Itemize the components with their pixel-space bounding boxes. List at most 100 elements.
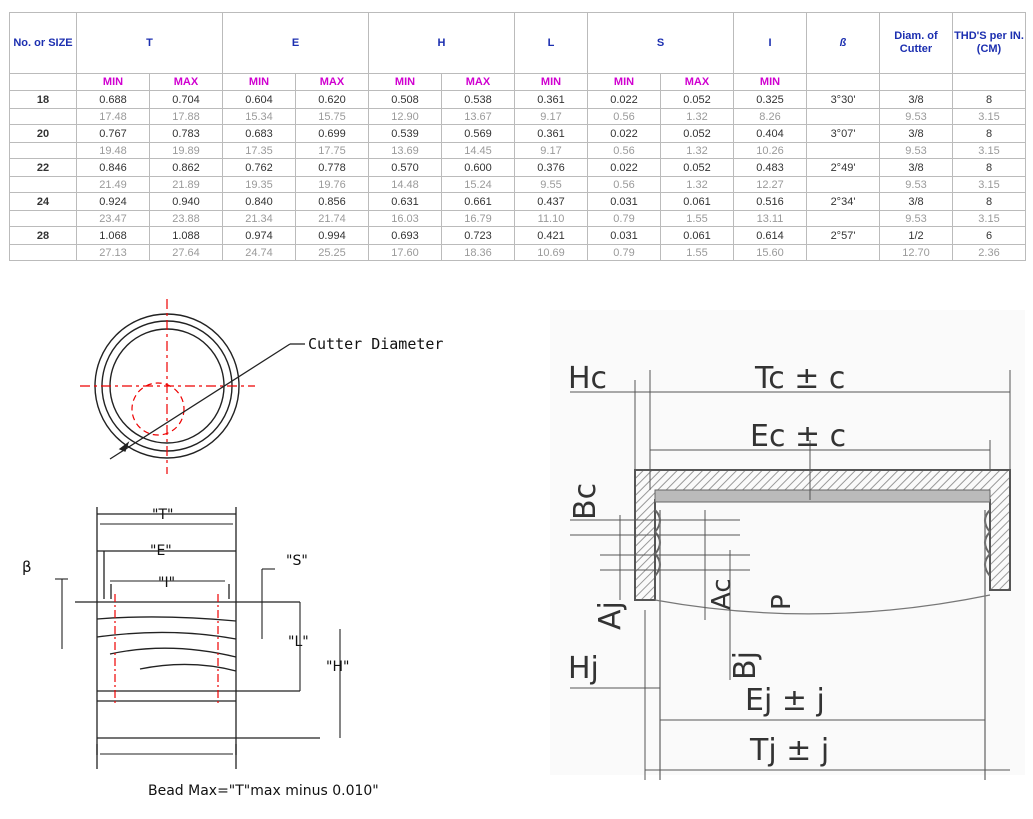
inch-cell: 3°30' <box>806 90 880 109</box>
cm-cell: 15.34 <box>222 108 296 125</box>
cm-cell: 17.60 <box>368 244 442 261</box>
label-Ac: Ac <box>707 578 737 610</box>
inch-cell: 0.569 <box>441 124 515 143</box>
cm-cell: 12.90 <box>368 108 442 125</box>
size-cell: 22 <box>9 158 77 177</box>
inch-cell: 0.052 <box>660 124 734 143</box>
cm-cell: 24.74 <box>222 244 296 261</box>
label-dim-E: "E" <box>150 543 172 559</box>
inch-cell: 0.361 <box>514 90 588 109</box>
cm-cell: 14.45 <box>441 142 515 159</box>
header-L: L <box>514 12 588 74</box>
label-Tj: Tj ± j <box>749 733 829 768</box>
cm-cell: 17.48 <box>76 108 150 125</box>
cm-cell: 0.56 <box>587 176 661 193</box>
cm-cell: 16.79 <box>441 210 515 227</box>
minmax-cell: MAX <box>149 73 223 91</box>
blank-cell <box>9 210 77 227</box>
inch-cell: 3/8 <box>879 124 953 143</box>
inch-cell: 0.361 <box>514 124 588 143</box>
inch-cell: 0.767 <box>76 124 150 143</box>
inch-cell: 0.539 <box>368 124 442 143</box>
inch-cell: 0.376 <box>514 158 588 177</box>
inch-cell: 0.570 <box>368 158 442 177</box>
minmax-cell <box>806 73 880 91</box>
cm-cell: 19.35 <box>222 176 296 193</box>
cm-cell: 11.10 <box>514 210 588 227</box>
cm-cell: 8.26 <box>733 108 807 125</box>
label-bead-note: Bead Max="T"max minus 0.010" <box>148 783 379 799</box>
cm-cell: 1.32 <box>660 108 734 125</box>
cm-cell <box>806 210 880 227</box>
size-cell: 28 <box>9 226 77 245</box>
label-dim-L: "L" <box>288 634 309 650</box>
inch-cell: 0.940 <box>149 192 223 211</box>
cm-cell: 9.53 <box>879 210 953 227</box>
cm-cell: 3.15 <box>952 108 1026 125</box>
label-Tc: Tc ± c <box>754 361 845 396</box>
minmax-cell: MIN <box>587 73 661 91</box>
inch-cell: 8 <box>952 124 1026 143</box>
cm-cell: 10.26 <box>733 142 807 159</box>
cm-cell: 21.89 <box>149 176 223 193</box>
cm-cell: 25.25 <box>295 244 369 261</box>
minmax-cell: MIN <box>514 73 588 91</box>
cm-cell: 3.15 <box>952 210 1026 227</box>
cm-cell: 15.24 <box>441 176 515 193</box>
minmax-cell: MAX <box>660 73 734 91</box>
minmax-cell: MIN <box>733 73 807 91</box>
size-cell: 20 <box>9 124 77 143</box>
inch-cell: 1.088 <box>149 226 223 245</box>
inch-cell: 0.723 <box>441 226 515 245</box>
inch-cell: 0.840 <box>222 192 296 211</box>
inch-cell: 0.325 <box>733 90 807 109</box>
label-dim-H: "H" <box>326 659 349 675</box>
inch-cell: 0.022 <box>587 158 661 177</box>
label-dim-S: "S" <box>286 553 308 569</box>
inch-cell: 0.508 <box>368 90 442 109</box>
inch-cell: 0.783 <box>149 124 223 143</box>
inch-cell: 0.604 <box>222 90 296 109</box>
inch-cell: 0.022 <box>587 90 661 109</box>
cm-cell: 1.32 <box>660 142 734 159</box>
cm-cell: 3.15 <box>952 142 1026 159</box>
inch-cell: 3°07' <box>806 124 880 143</box>
label-Bc: Bc <box>568 483 603 520</box>
inch-cell: 0.974 <box>222 226 296 245</box>
inch-cell: 0.862 <box>149 158 223 177</box>
cm-cell: 9.53 <box>879 142 953 159</box>
header-E: E <box>222 12 369 74</box>
inch-cell: 0.614 <box>733 226 807 245</box>
header-beta: ß <box>806 12 880 74</box>
cm-cell: 13.67 <box>441 108 515 125</box>
minmax-cell: MAX <box>441 73 515 91</box>
inch-cell: 2°57' <box>806 226 880 245</box>
header-I: I <box>733 12 807 74</box>
cm-cell: 2.36 <box>952 244 1026 261</box>
inch-cell: 1.068 <box>76 226 150 245</box>
header-S: S <box>587 12 734 74</box>
label-Ec: Ec ± c <box>750 419 846 454</box>
label-P: P <box>767 594 797 610</box>
inch-cell: 0.683 <box>222 124 296 143</box>
cm-cell: 9.53 <box>879 176 953 193</box>
inch-cell: 0.704 <box>149 90 223 109</box>
neck-finish-drawing: Cutter Diameter β "T" "E" "I" "S" "L" "H… <box>22 299 443 799</box>
cm-cell: 15.75 <box>295 108 369 125</box>
label-dim-I: "I" <box>158 575 175 591</box>
inch-cell: 0.031 <box>587 192 661 211</box>
cm-cell: 9.17 <box>514 142 588 159</box>
cm-cell: 1.55 <box>660 244 734 261</box>
inch-cell: 0.631 <box>368 192 442 211</box>
inch-cell: 8 <box>952 192 1026 211</box>
label-cutter-diameter: Cutter Diameter <box>308 335 443 353</box>
inch-cell: 0.856 <box>295 192 369 211</box>
inch-cell: 0.600 <box>441 158 515 177</box>
inch-cell: 0.061 <box>660 226 734 245</box>
inch-cell: 0.924 <box>76 192 150 211</box>
